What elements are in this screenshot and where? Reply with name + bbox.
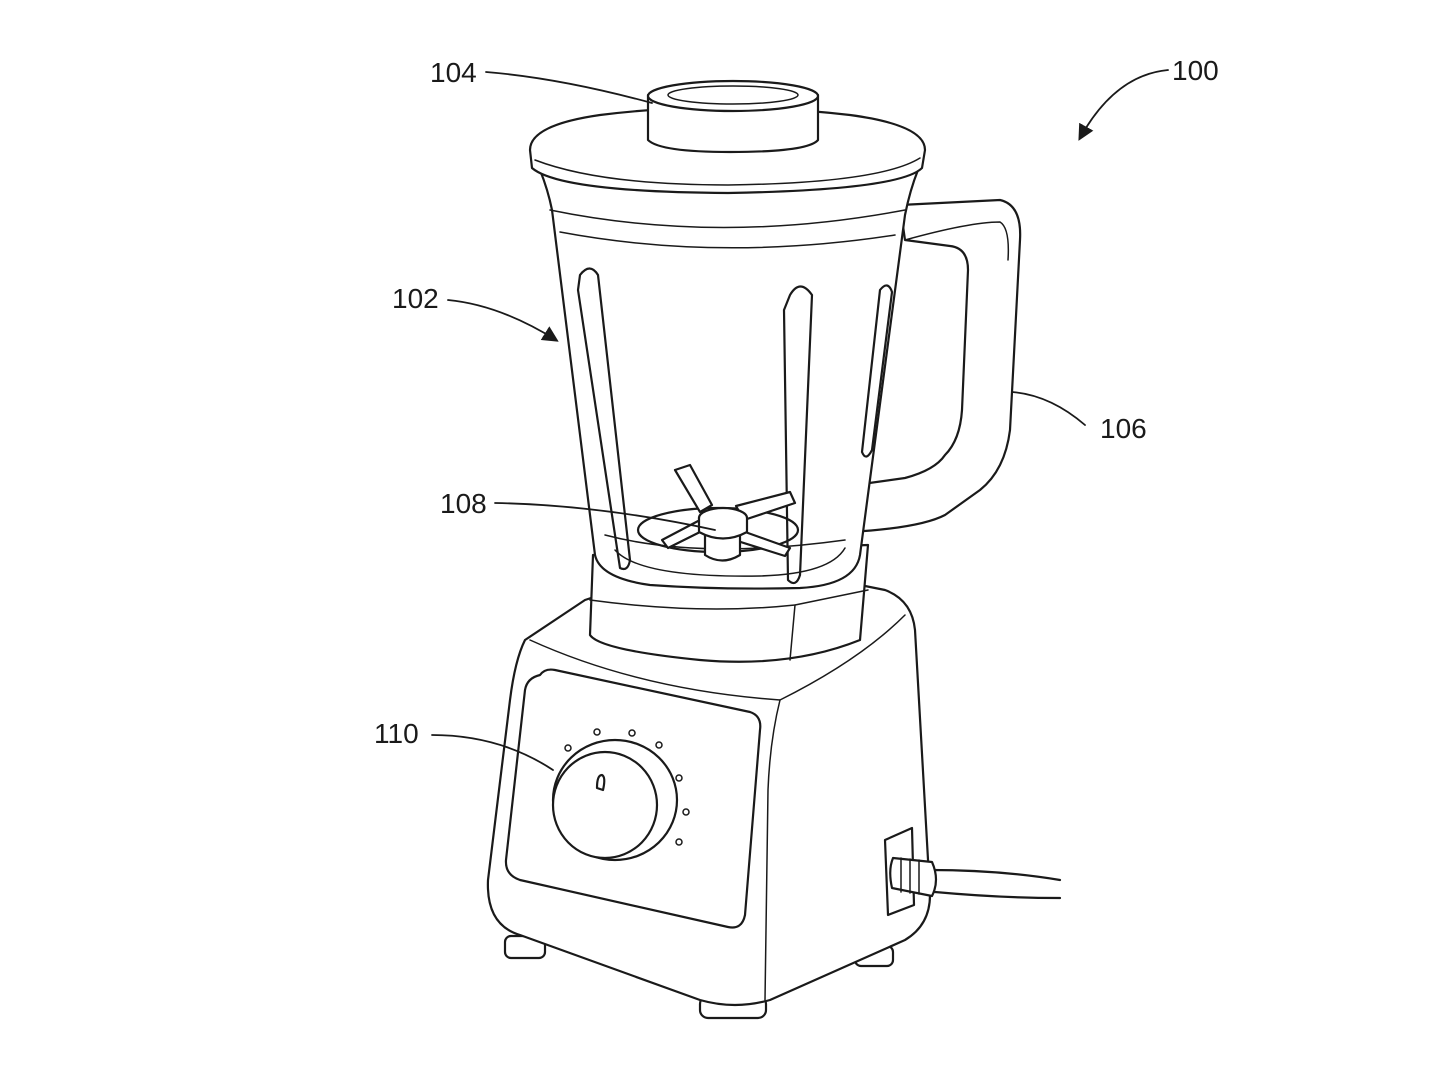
knob-indicator	[595, 773, 606, 792]
speed-dot	[675, 838, 683, 846]
jar-lid	[528, 79, 927, 195]
ref-label-108: 108	[440, 488, 487, 519]
speed-dot	[564, 744, 572, 752]
speed-dot	[628, 729, 636, 737]
speed-dot	[655, 741, 663, 749]
leader-110	[431, 734, 554, 771]
leader-108	[494, 502, 716, 531]
ref-label-102: 102	[392, 283, 439, 314]
speed-dot	[682, 808, 690, 816]
blender-jar	[538, 168, 920, 590]
control-panel	[504, 668, 762, 929]
ref-label-104: 104	[430, 57, 477, 88]
speed-dot	[593, 728, 601, 736]
cord-socket	[883, 826, 916, 917]
power-cord	[889, 856, 1062, 900]
jar-rib-right	[860, 284, 894, 458]
leader-106	[1011, 391, 1086, 426]
leader-104	[485, 71, 653, 104]
ref-label-110: 110	[374, 718, 419, 749]
motor-base	[486, 583, 932, 1020]
jar-rib-center	[782, 285, 814, 585]
speed-dot	[675, 774, 683, 782]
speed-knob	[551, 728, 690, 862]
ref-label-106: 106	[1100, 413, 1147, 444]
leader-102	[447, 299, 559, 342]
leader-100	[1078, 69, 1169, 141]
ref-label-100: 100	[1172, 55, 1219, 86]
blade-assembly	[636, 463, 800, 562]
